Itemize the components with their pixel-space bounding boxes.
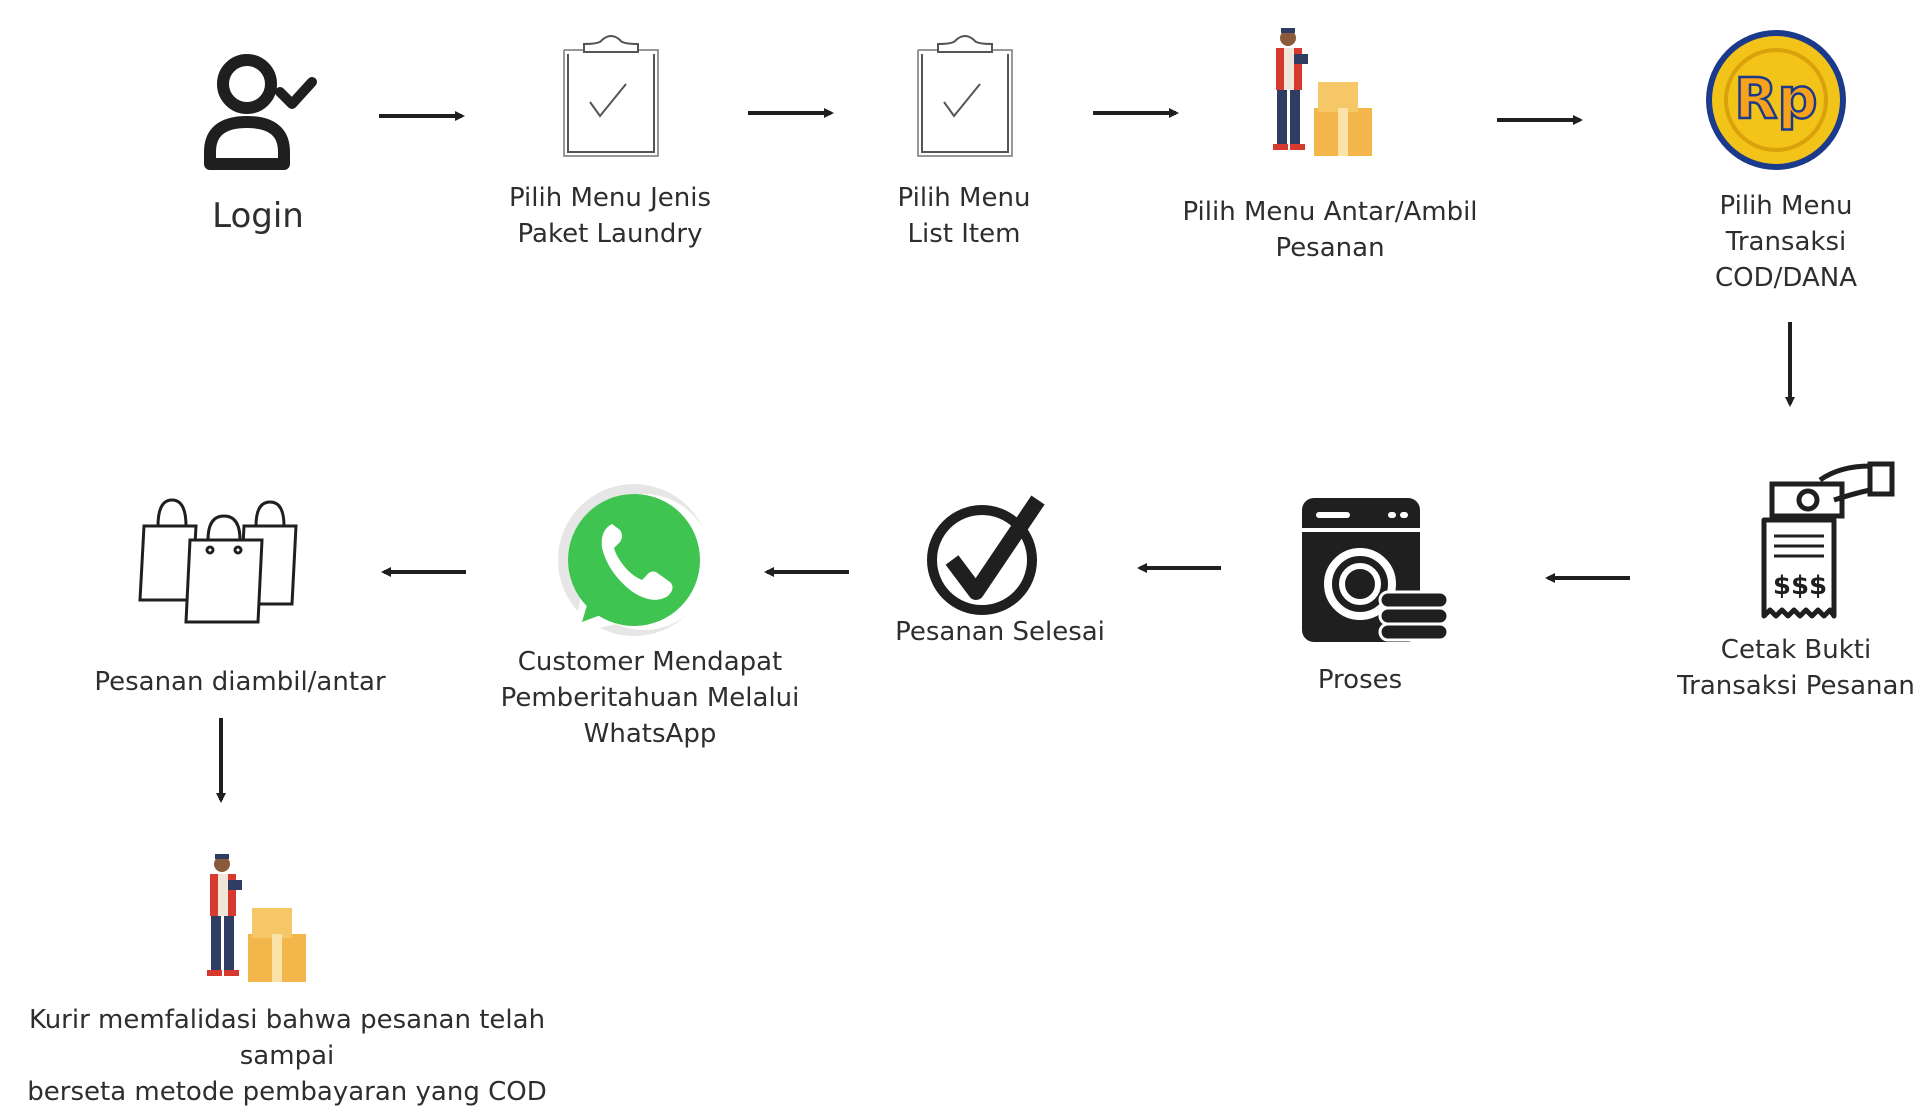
user-check-icon <box>204 54 317 170</box>
shopping-bags-icon <box>138 498 298 624</box>
step-label-diambil-antar: Pesanan diambil/antar <box>94 667 386 697</box>
step-label-list-item: Pilih Menu List Item <box>897 183 1031 249</box>
step-label-cetak-bukti: Cetak Bukti Transaksi Pesanan <box>1677 635 1915 701</box>
courier-icon <box>207 854 306 982</box>
rupiah-coin-icon: Rp <box>1706 30 1846 170</box>
step-label-antar-ambil: Pilih Menu Antar/Ambil Pesanan <box>1182 197 1478 263</box>
clipboard-check-icon <box>563 35 659 157</box>
clipboard-check-icon <box>917 35 1013 157</box>
whatsapp-icon <box>558 484 712 636</box>
step-label-paket: Pilih Menu Jenis Paket Laundry <box>508 183 712 249</box>
courier-icon <box>1273 28 1372 156</box>
washing-machine-icon <box>1302 498 1450 642</box>
step-label-proses: Proses <box>1317 665 1403 695</box>
flow-diagram: Rp $$$ <box>27 28 1915 1107</box>
step-label-notifikasi: Customer Mendapat Pemberitahuan Melalui … <box>500 647 800 749</box>
diagram-graphics: Rp $$$ <box>138 28 1895 982</box>
step-label-kurir: Kurir memfalidasi bahwa pesanan telah sa… <box>27 1005 547 1107</box>
step-label-selesai: Pesanan Selesai <box>895 617 1105 647</box>
step-label-login: Login <box>212 196 304 236</box>
receipt-text: $$$ <box>1773 571 1827 601</box>
check-circle-icon <box>927 495 1045 615</box>
coin-text: Rp <box>1734 67 1817 132</box>
step-label-transaksi: Pilih Menu Transaksi COD/DANA <box>1715 191 1857 293</box>
receipt-payment-icon: $$$ <box>1761 461 1895 619</box>
